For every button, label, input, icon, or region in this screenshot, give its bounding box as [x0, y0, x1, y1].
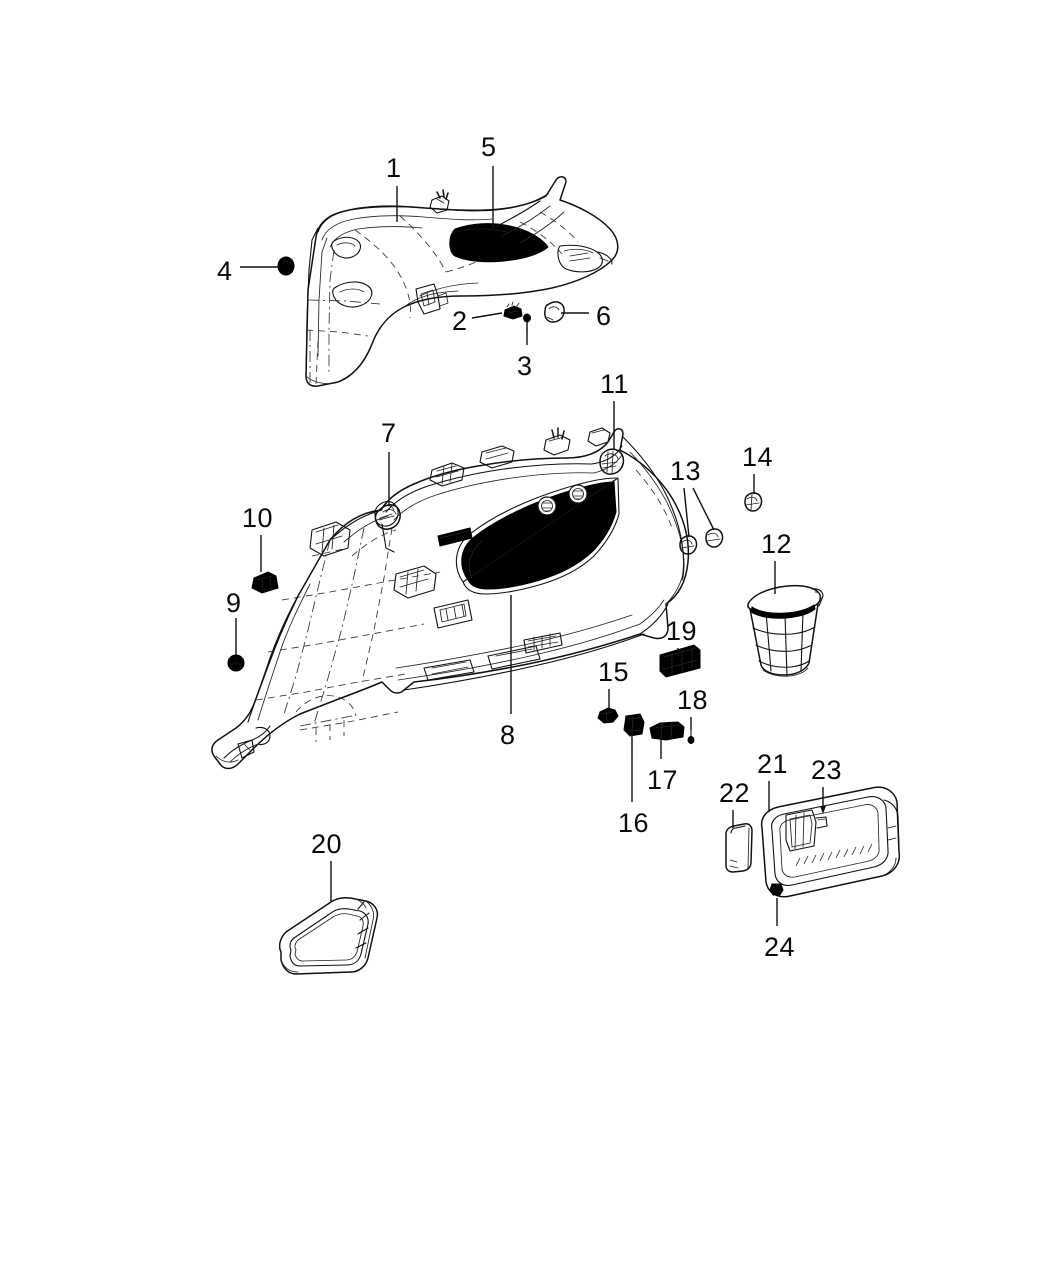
part-19-cover-plate [659, 644, 701, 678]
callout-label-20: 20 [311, 829, 343, 859]
callout-label-23: 23 [811, 755, 843, 785]
part-6-cover-cap [544, 301, 565, 323]
callout-label-22: 22 [719, 778, 751, 808]
callout-label-2: 2 [452, 306, 468, 336]
part-13-fastener [679, 535, 698, 555]
callout-label-15: 15 [598, 657, 630, 687]
part-15-clip-retainer [597, 707, 619, 724]
part-14-fastener [744, 492, 763, 512]
callout-label-6: 6 [596, 301, 612, 331]
part-20-bezel-trim-left [278, 897, 379, 975]
part-12-storage-bin [747, 584, 824, 677]
part-17-clip-bracket [649, 721, 685, 741]
callout-label-5: 5 [481, 132, 497, 162]
part-8-speaker-applique [455, 477, 620, 595]
callout-label-21: 21 [757, 749, 789, 779]
part-9-grommet-plug [227, 654, 245, 672]
callout-label-16: 16 [618, 808, 650, 838]
callout-label-13: 13 [670, 456, 702, 486]
callout-leader-lines [235, 166, 826, 926]
part-10-bracket-clip [251, 571, 279, 594]
callout-label-4: 4 [217, 256, 233, 286]
callout-label-12: 12 [761, 529, 793, 559]
part-7-retainer-clip [374, 504, 401, 530]
callout-label-9: 9 [226, 588, 242, 618]
callout-label-24: 24 [764, 932, 796, 962]
callout-label-1: 1 [386, 153, 402, 183]
part-2-clip-fastener [503, 301, 523, 320]
part-16-clip-retainer [623, 713, 645, 757]
part-22-cap-insert [725, 823, 753, 873]
callout-label-10: 10 [242, 503, 274, 533]
callout-label-14: 14 [742, 442, 774, 472]
part-11-push-fastener [599, 448, 625, 475]
part-24-screw-fastener [769, 883, 784, 896]
callout-label-3: 3 [517, 351, 533, 381]
part-8-lower-trim-panel [211, 427, 690, 770]
callout-label-8: 8 [500, 720, 516, 750]
callout-label-7: 7 [381, 418, 397, 448]
callout-label-17: 17 [647, 765, 679, 795]
callout-label-11: 11 [600, 369, 630, 399]
part-13b-fastener [705, 528, 724, 548]
callout-label-19: 19 [666, 616, 698, 646]
part-5-applique [449, 223, 549, 263]
part-21-23-bezel-frame [760, 786, 901, 898]
part-4-plug-cap [277, 256, 295, 276]
callout-label-18: 18 [677, 685, 709, 715]
part-1-upper-trim-panel [305, 176, 619, 387]
